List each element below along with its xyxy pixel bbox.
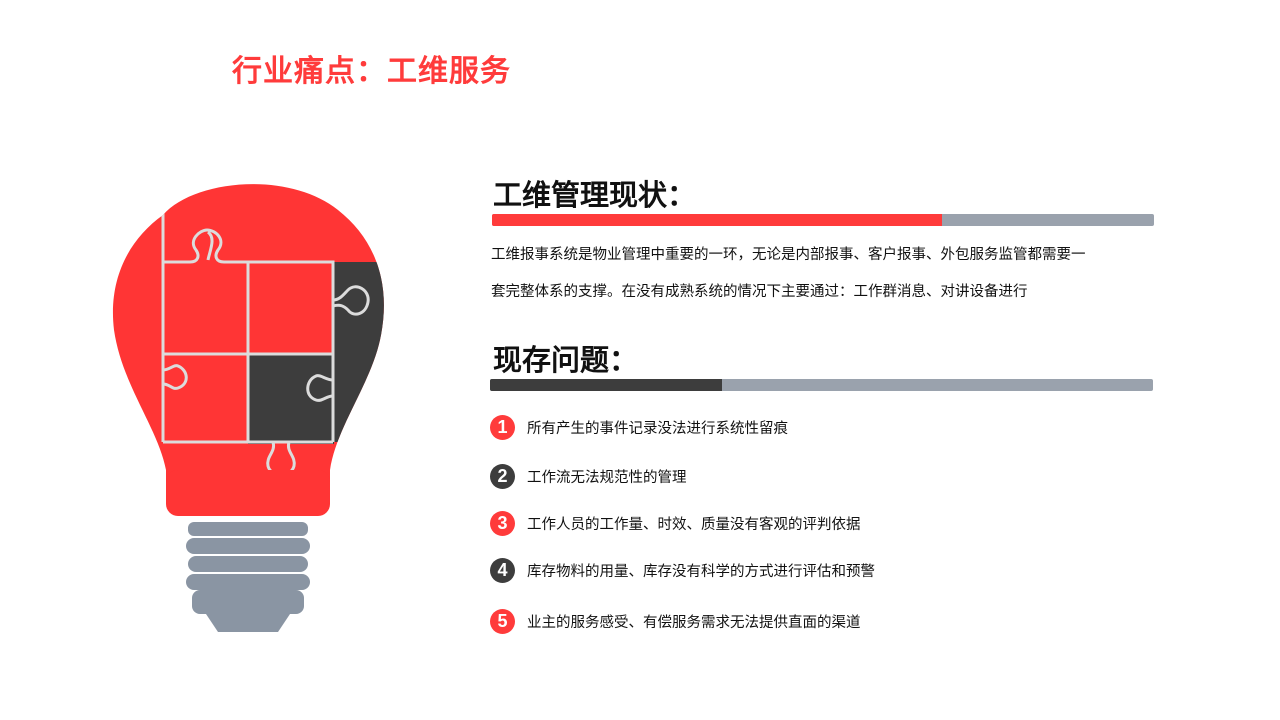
- problems-progress-fill: [490, 379, 723, 391]
- number-badge-5: 5: [490, 608, 515, 634]
- problem-text-3: 工作人员的工作量、时效、质量没有客观的评判依据: [527, 516, 861, 533]
- problem-item-4: 4 库存物料的用量、库存没有科学的方式进行评估和预警: [490, 557, 875, 583]
- problem-text-5: 业主的服务感受、有偿服务需求无法提供直面的渠道: [527, 614, 861, 631]
- problems-progress-bar: [490, 379, 1153, 391]
- number-badge-3: 3: [490, 510, 515, 536]
- status-progress-fill: [492, 214, 943, 226]
- problem-item-3: 3 工作人员的工作量、时效、质量没有客观的评判依据: [490, 510, 861, 536]
- problem-item-5: 5 业主的服务感受、有偿服务需求无法提供直面的渠道: [490, 608, 861, 634]
- problem-item-1: 1 所有产生的事件记录没法进行系统性留痕: [490, 414, 788, 440]
- problems-heading: 现存问题：: [493, 343, 639, 377]
- problem-text-2: 工作流无法规范性的管理: [527, 469, 687, 486]
- problem-item-2: 2 工作流无法规范性的管理: [490, 463, 687, 489]
- lightbulb-puzzle-illustration: [112, 184, 384, 632]
- number-badge-4: 4: [490, 557, 515, 583]
- problem-text-4: 库存物料的用量、库存没有科学的方式进行评估和预警: [527, 563, 875, 580]
- number-badge-2: 2: [490, 463, 515, 489]
- status-line: 工维报事系统是物业管理中重要的一环，无论是内部报事、客户报事、外包服务监管都需要…: [491, 247, 1086, 263]
- status-paragraph: 工维报事系统是物业管理中重要的一环，无论是内部报事、客户报事、外包服务监管都需要…: [491, 237, 1166, 311]
- status-heading: 工维管理现状：: [493, 178, 697, 212]
- number-badge-1: 1: [490, 414, 515, 440]
- status-line: 套完整体系的支撑。在没有成熟系统的情况下主要通过：工作群消息、对讲设备进行: [491, 284, 1028, 300]
- problem-text-1: 所有产生的事件记录没法进行系统性留痕: [527, 420, 788, 437]
- page-title: 行业痛点：工维服务: [232, 54, 511, 89]
- status-progress-bar: [492, 214, 1154, 226]
